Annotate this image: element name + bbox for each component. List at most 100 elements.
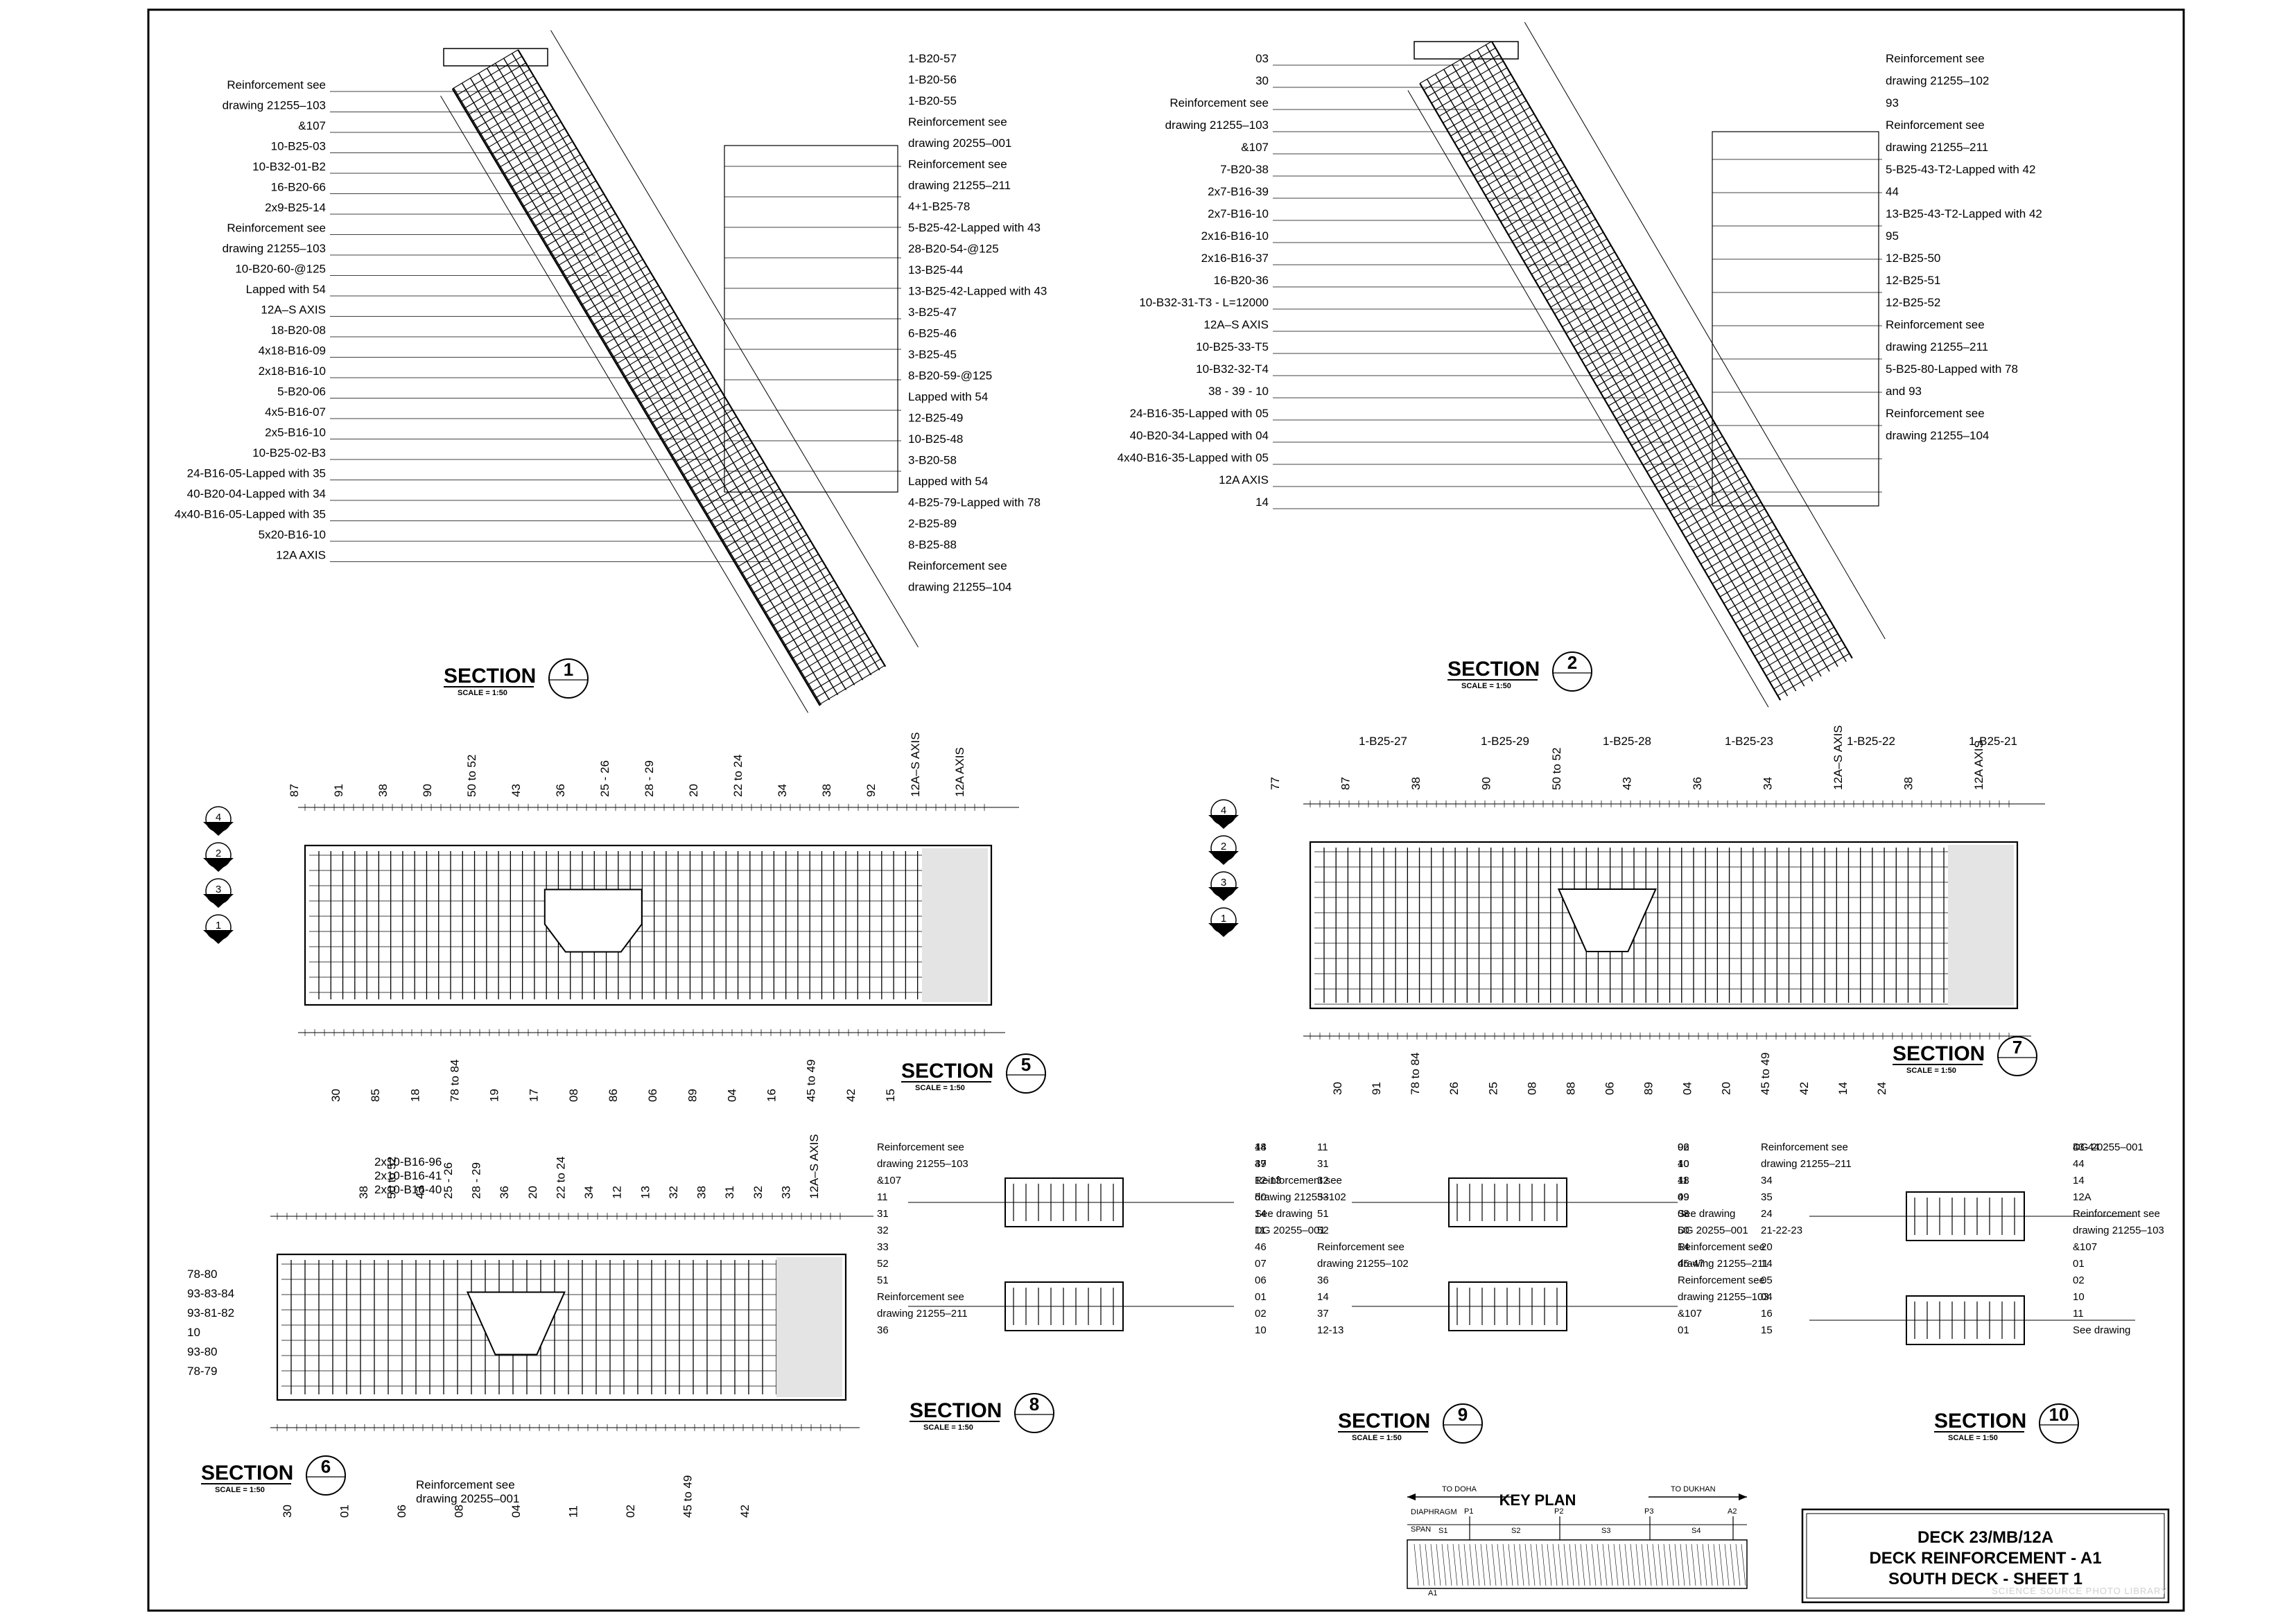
rebar-link — [1746, 600, 1819, 644]
bar-mark: 38 — [695, 1186, 708, 1199]
bar-mark: 86 — [607, 1089, 620, 1102]
rebar-callout: Reinforcement see — [1886, 318, 1985, 331]
rebar-link — [721, 501, 788, 541]
key-plan-hatch — [1414, 1543, 1419, 1586]
rebar-callout: 14 — [1678, 1241, 1689, 1253]
key-plan-hatch — [1696, 1543, 1702, 1586]
bar-mark: 04 — [1681, 1082, 1694, 1095]
bar-mark: 38 — [357, 1186, 370, 1199]
rebar-callout: 40 — [1678, 1158, 1689, 1170]
section-marker-arrow — [1208, 815, 1239, 829]
rebar-longitudinal — [453, 87, 822, 706]
key-plan-hatch — [1447, 1543, 1452, 1586]
section-number: 6 — [321, 1456, 331, 1477]
rebar-link — [604, 304, 671, 345]
rebar-callout: 2x10-B16-41 — [374, 1169, 442, 1182]
bar-mark: 14 — [1836, 1082, 1850, 1095]
deck-outline — [276, 1253, 847, 1401]
rebar-callout: 50 — [1678, 1225, 1689, 1236]
key-plan: KEY PLAN TO DOHA TO DUKHAN DIAPHRAGM SPA… — [1407, 1485, 1748, 1597]
rebar-callout: Lapped with 54 — [908, 475, 988, 488]
rebar-callout: 13-B25-42-Lapped with 43 — [908, 285, 1047, 298]
bar-mark: 77 — [1269, 777, 1282, 790]
key-plan-hatch — [1469, 1543, 1475, 1586]
bar-mark: 06 — [1603, 1082, 1617, 1095]
wall-outline — [517, 49, 887, 667]
rebar-callout: Reinforcement see — [1678, 1274, 1765, 1286]
rebar-callout: drawing 21255–103 — [1165, 119, 1269, 132]
rebar-link — [1500, 179, 1573, 222]
rebar-link — [655, 389, 722, 430]
rebar-link — [1773, 647, 1846, 690]
bar-mark: 32 — [667, 1186, 680, 1199]
section-number: 10 — [2049, 1404, 2069, 1425]
rebar-link — [514, 154, 581, 194]
rebar-longitudinal — [1477, 49, 1838, 667]
rebar-link — [573, 252, 640, 292]
key-plan-hatch — [1602, 1543, 1608, 1586]
rebar-link — [546, 207, 612, 247]
bar-mark: 20 — [1720, 1082, 1733, 1095]
rebar-link — [612, 317, 679, 358]
wall-outline — [1407, 90, 1769, 708]
rebar-link — [1600, 350, 1673, 394]
bar-mark: 28 - 29 — [643, 760, 656, 797]
key-plan-hatch — [1619, 1543, 1624, 1586]
wall-top-cap — [1414, 41, 1519, 60]
rebar-link — [709, 482, 776, 522]
rebar-callout: 14 — [1761, 1258, 1773, 1270]
bar-mark: 38 — [376, 784, 390, 797]
bar-mark: 92 — [864, 784, 878, 797]
bar-mark: 25 - 26 — [598, 760, 611, 797]
bar-mark: 78-79 — [187, 1365, 217, 1378]
key-plan-hatch — [1685, 1543, 1691, 1586]
bar-mark: 04 — [725, 1089, 738, 1102]
rebar-link — [479, 95, 546, 135]
rebar-link — [491, 114, 557, 155]
rebar-link — [1704, 528, 1777, 571]
bar-mark: 85 — [369, 1089, 382, 1102]
bar-mark: 06 — [646, 1089, 659, 1102]
rebar-callout: drawing 21255–103 — [2073, 1225, 2164, 1236]
rebar-link — [464, 69, 530, 109]
section-number-badge — [548, 658, 589, 699]
rebar-link — [752, 554, 819, 594]
section-number-badge — [1014, 1393, 1054, 1433]
rebar-link — [1619, 383, 1692, 426]
bar-mark: 15 — [884, 1089, 897, 1102]
rebar-link — [1708, 534, 1781, 578]
key-plan-span: SPAN — [1411, 1525, 1431, 1534]
rebar-callout: 13-B25-44 — [908, 263, 963, 277]
rebar-link — [471, 82, 538, 122]
rebar-link — [686, 442, 753, 482]
rebar-link — [1727, 568, 1800, 611]
rebar-link — [1766, 633, 1838, 676]
bar-mark: 32 — [751, 1186, 765, 1199]
rebar-callout: 33 — [877, 1241, 889, 1253]
rebar-link — [1731, 574, 1804, 617]
rebar-link — [510, 148, 577, 188]
rebar-callout: 52 — [1317, 1225, 1329, 1236]
title-block-line-2: DECK REINFORCEMENT - A1 — [1869, 1549, 2101, 1568]
rebar-link — [1754, 613, 1827, 657]
rebar-callout: See drawing — [2073, 1324, 2130, 1336]
rebar-longitudinal — [1435, 73, 1797, 692]
rebar-link — [589, 279, 655, 319]
section-number-badge — [1552, 651, 1592, 692]
rebar-link — [584, 272, 651, 312]
key-plan-diaphragm: DIAPHRAGM — [1411, 1508, 1457, 1516]
rebar-link — [1515, 205, 1588, 249]
rebar-link — [749, 547, 815, 587]
concrete-hatch — [922, 848, 988, 1002]
bar-mark: 25 — [1486, 1082, 1499, 1095]
key-plan-hatch — [1519, 1543, 1524, 1586]
rebar-callout: Reinforcement see — [1169, 96, 1269, 109]
bar-mark: 1-B25-28 — [1603, 735, 1651, 748]
rebar-callout: 12A AXIS — [276, 549, 326, 562]
rebar-callout: 12A–S AXIS — [1203, 318, 1269, 331]
bar-mark: 89 — [686, 1089, 699, 1102]
watermark: SCIENCE SOURCE PHOTO LIBRARY — [1992, 1586, 2168, 1596]
bar-mark: 1-B25-29 — [1481, 735, 1529, 748]
